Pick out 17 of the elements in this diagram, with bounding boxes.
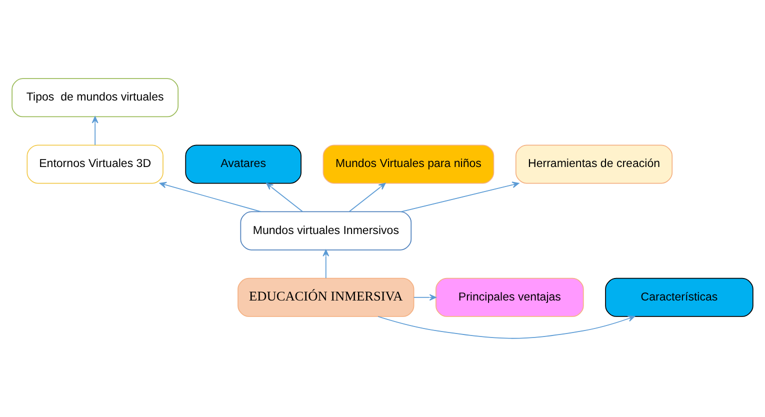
node-box: Características — [605, 278, 754, 317]
node-box: Herramientas de creación — [515, 144, 673, 184]
arrow — [266, 182, 303, 212]
node-box: EDUCACIÓN INMERSIVA — [238, 278, 414, 317]
node-box: Entornos Virtuales 3D — [26, 144, 164, 184]
arrow — [92, 116, 98, 146]
node-box: Mundos virtuales Inmersivos — [240, 211, 412, 250]
arrow — [400, 182, 520, 212]
node-box: Tipos de mundos virtuales — [12, 78, 179, 118]
arrow — [322, 249, 330, 279]
arrow — [348, 182, 386, 212]
arrow — [159, 182, 262, 212]
node-box: Mundos Virtuales para niños — [322, 144, 494, 184]
node-box: Avatares — [185, 144, 302, 184]
arrow — [378, 316, 635, 339]
node-box: Principales ventajas — [436, 278, 584, 317]
arrow — [413, 294, 436, 301]
